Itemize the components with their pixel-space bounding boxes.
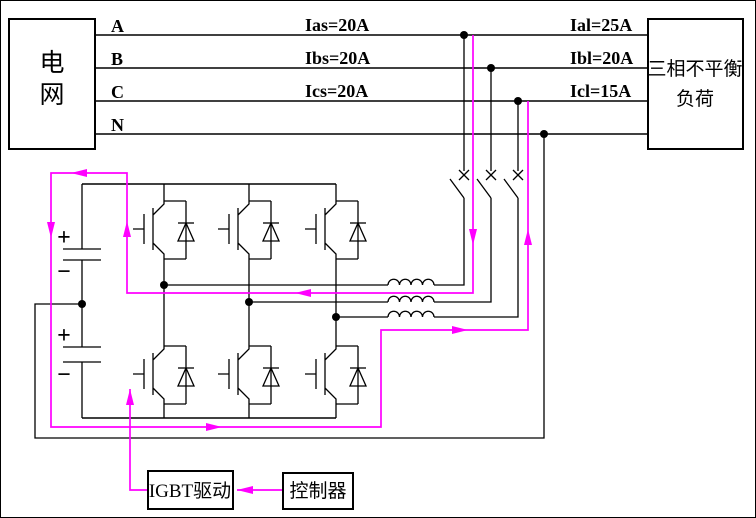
igbt-bottom-b [217,345,280,405]
cap1-minus-sign: − [57,259,71,285]
breaker-switch-c [434,101,524,318]
junction-dot [160,281,168,289]
dc-capacitor-upper [63,184,101,304]
junction-dots [78,31,548,321]
cap2-minus-sign: − [57,362,71,388]
load-label-line1: 三相不平衡 [647,58,742,80]
inductor-icon-c [387,310,435,318]
controller-box [282,472,354,510]
controller-arrow-left-icon [237,486,253,494]
inverter-bridge [132,184,367,418]
flow-arrow-down-icon [47,222,55,238]
inductor-icon-a [387,278,435,286]
grid-label-char2: 网 [39,82,64,109]
igbt-driver-label: IGBT驱动 [149,480,231,502]
inductor-icon-b [387,295,435,303]
junction-dot [460,31,468,39]
cap2-plus-sign: + [57,323,71,349]
load-current-a: Ial=25A [570,15,632,35]
flow-arrow-left-icon [71,169,87,177]
breaker-switch-b [434,68,497,303]
load-current-b: Ibl=20A [570,48,633,68]
phase-label-b: B [111,49,123,69]
igbt-bottom-c [304,345,367,405]
phase-label-n: N [111,115,124,135]
source-current-b: Ibs=20A [305,48,370,68]
igbt-top-b [217,200,280,260]
gate-drive-arrow-up-icon [126,389,134,405]
source-current-c: Ics=20A [305,81,368,101]
flow-arrow-right-icon [452,326,468,334]
flow-arrow-right-icon [206,423,222,431]
phase-label-a: A [111,16,124,36]
grid-source-box [8,18,96,150]
flow-arrow-left-icon [295,289,311,297]
gate-drive-line [129,389,148,491]
flow-arrow-up-icon [123,221,131,237]
junction-dot [332,313,340,321]
grid-label-char1: 电 [39,49,64,77]
flow-arrow-down-icon [469,229,477,245]
neutral-midpoint-link [34,134,545,439]
controller-label: 控制器 [289,480,346,502]
junction-dot [540,130,548,138]
igbt-top-c [304,200,367,260]
igbt-bottom-a [132,345,195,405]
load-current-c: Icl=15A [570,81,631,101]
unbalanced-load-box [647,18,744,150]
igbt-driver-box [147,470,234,510]
load-label-line2: 负荷 [676,88,714,110]
source-current-a: Ias=20A [305,15,369,35]
phase-conductors [95,34,648,135]
flow-arrow-up-icon [524,229,532,245]
junction-dot [78,300,86,308]
filter-inductors [164,278,435,318]
phase-label-c: C [111,82,124,102]
breaker-switch-a [434,35,470,286]
junction-dot [245,298,253,306]
junction-dot [487,64,495,72]
dc-capacitor-lower [63,304,101,418]
cap1-plus-sign: + [57,225,71,251]
junction-dot [514,97,522,105]
igbt-top-a [132,200,195,260]
